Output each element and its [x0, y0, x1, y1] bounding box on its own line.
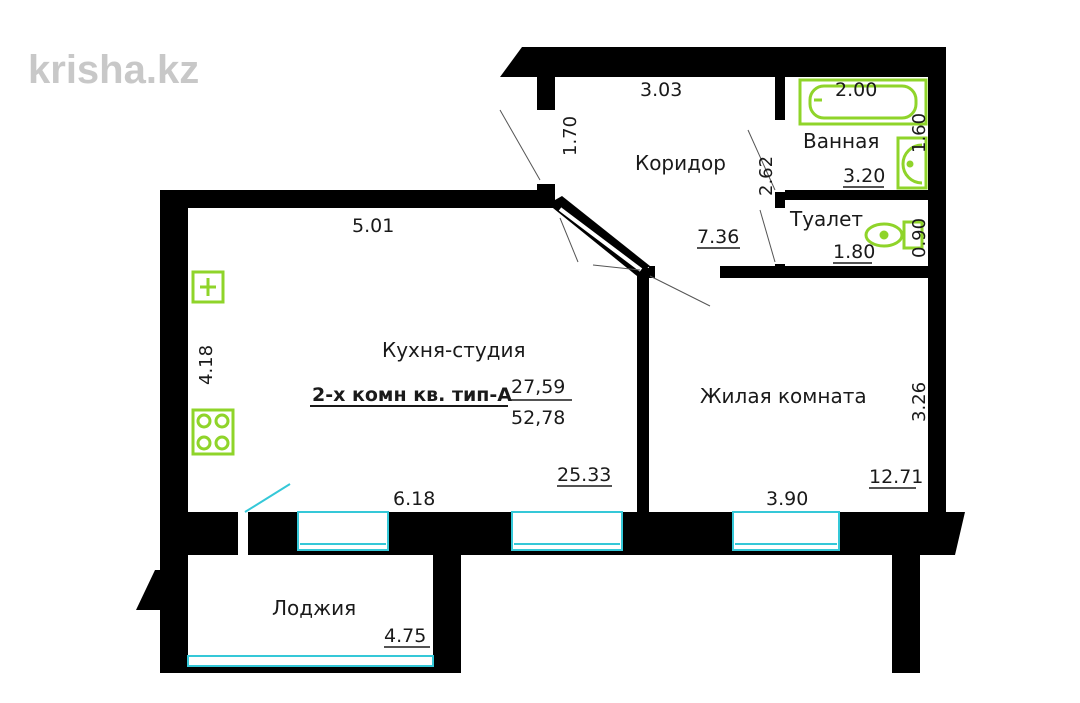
door-swing-line: [592, 264, 641, 271]
loggia-name: Лоджия: [272, 596, 356, 620]
bathroom-name: Ванная: [803, 129, 879, 153]
loggia-door-opening: [238, 512, 248, 555]
wall-top: [500, 47, 945, 77]
entry-diagonal: [244, 109, 776, 513]
corridor-width: 3.03: [640, 79, 682, 101]
corridor-name: Коридор: [635, 151, 726, 175]
kitchen-area: 25.33: [557, 464, 611, 486]
bathroom-area: 3.20: [843, 165, 885, 187]
bath-door-opening: [775, 120, 785, 192]
wall-kitchen-living: [637, 268, 649, 514]
toilet-depth: 0.90: [909, 218, 930, 258]
corridor-area: 7.36: [697, 226, 739, 248]
kitchen-sink-icon: [191, 270, 225, 304]
door-swing-line: [559, 217, 579, 263]
wall-loggia-right: [433, 555, 461, 673]
window-loggia: [187, 655, 434, 667]
kitchen-name: Кухня-студия: [382, 338, 526, 362]
wall-left: [160, 190, 188, 670]
toilet-icon: [864, 220, 924, 250]
watermark-text: krisha.kz: [28, 48, 199, 92]
living-width: 3.90: [766, 488, 808, 510]
labels: 3.03 Коридор 7.36 2.62 1.70 2.00 Ванная …: [196, 79, 930, 648]
total-area: 52,78: [511, 407, 565, 429]
living-name: Жилая комната: [700, 384, 867, 408]
corridor-niche: 1.70: [560, 116, 581, 156]
openings: [238, 110, 785, 555]
wall-right-pier: [892, 555, 920, 673]
living-area-total: 27,59: [511, 376, 565, 398]
loggia-door-swing: [244, 483, 291, 513]
kitchen-width-bottom: 6.18: [393, 488, 435, 510]
kitchen-width-top: 5.01: [352, 215, 394, 237]
toilet-area: 1.80: [833, 241, 875, 263]
bathtub-icon: [798, 78, 928, 126]
stove-icon: [191, 408, 235, 456]
bathroom-depth: 1.60: [909, 113, 930, 153]
door-swing-line: [649, 275, 711, 307]
door-swing-line: [759, 209, 776, 263]
bathroom-width: 2.00: [835, 79, 877, 101]
living-area: 12.71: [869, 466, 923, 488]
door-swing-line: [499, 109, 541, 181]
wall-bath-toilet: [785, 190, 928, 200]
corridor-niche-opening: [537, 110, 555, 184]
loggia-area: 4.75: [384, 625, 426, 647]
diagonal-door-gap: [558, 207, 643, 272]
living-door-opening: [655, 266, 720, 278]
wall-right: [928, 47, 946, 514]
kitchen-depth: 4.18: [196, 345, 217, 385]
wall-left-bump: [136, 570, 160, 610]
wall-kitchen-top: [160, 190, 555, 208]
corridor-depth: 2.62: [756, 156, 777, 196]
toilet-door-opening: [775, 208, 785, 264]
sink-icon: [896, 136, 928, 190]
toilet-name: Туалет: [789, 207, 863, 231]
fixtures: [191, 78, 928, 456]
living-depth: 3.26: [909, 382, 930, 422]
apartment-type: 2-х комн кв. тип-А: [312, 384, 512, 406]
door-swing-line: [747, 129, 776, 191]
